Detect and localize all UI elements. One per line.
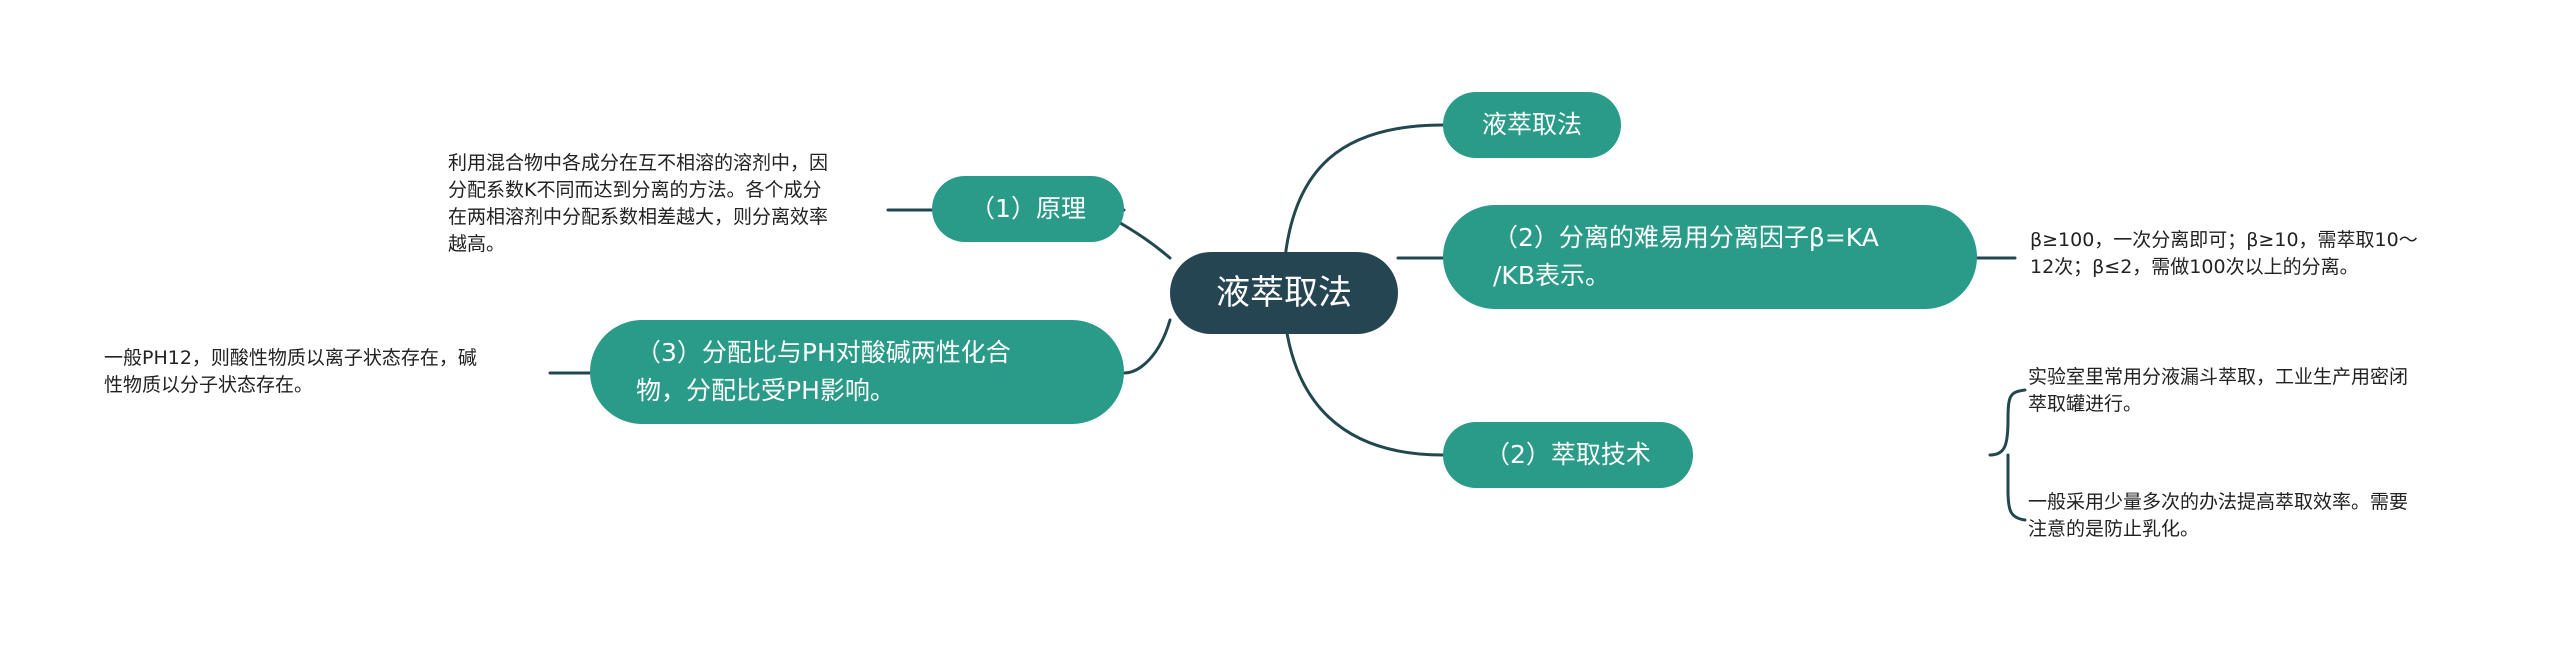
branch-ph-distribution[interactable]: （3）分配比与PH对酸碱两性化合 物，分配比受PH影响。 [590, 320, 1124, 424]
note-extraction-efficiency: 一般采用少量多次的办法提高萃取效率。需要 注意的是防止乳化。 [2028, 491, 2409, 540]
branch-extraction-technique[interactable]: （2）萃取技术 [1443, 422, 1693, 488]
branch-separation-factor-label: （2）分离的难易用分离因子β=KA /KB表示。 [1493, 223, 1879, 290]
connector-root-b1 [1283, 123, 1445, 260]
note-separation-factor: β≥100，一次分离即可；β≥10，需萃取10～ 12次；β≤2，需做100次以… [2030, 229, 2418, 278]
root-topic-label: 液萃取法 [1216, 273, 1352, 313]
note-ph-states: 一般PH12，则酸性物质以离子状态存在，碱 性物质以分子状态存在。 [104, 347, 477, 396]
branch-principle[interactable]: （1）原理 [932, 176, 1124, 242]
connector-b3-bracket [1988, 388, 2027, 522]
branch-extraction-method-label: 液萃取法 [1481, 110, 1582, 139]
branch-principle-label: （1）原理 [970, 194, 1086, 223]
note-lab-and-industry: 实验室里常用分液漏斗萃取，工业生产用密闭 萃取罐进行。 [2028, 366, 2409, 415]
connector-root-b5 [1122, 318, 1172, 375]
branch-extraction-technique-label: （2）萃取技术 [1485, 440, 1651, 469]
branch-extraction-method[interactable]: 液萃取法 [1443, 92, 1621, 158]
connector-root-b3 [1283, 318, 1445, 457]
branch-ph-distribution-label: （3）分配比与PH对酸碱两性化合 物，分配比受PH影响。 [636, 338, 1011, 405]
note-principle: 利用混合物中各成分在互不相溶的溶剂中，因 分配系数K不同而达到分离的方法。各个成… [448, 152, 829, 255]
root-topic[interactable]: 液萃取法 [1170, 252, 1398, 334]
branch-separation-factor[interactable]: （2）分离的难易用分离因子β=KA /KB表示。 [1443, 205, 1977, 309]
